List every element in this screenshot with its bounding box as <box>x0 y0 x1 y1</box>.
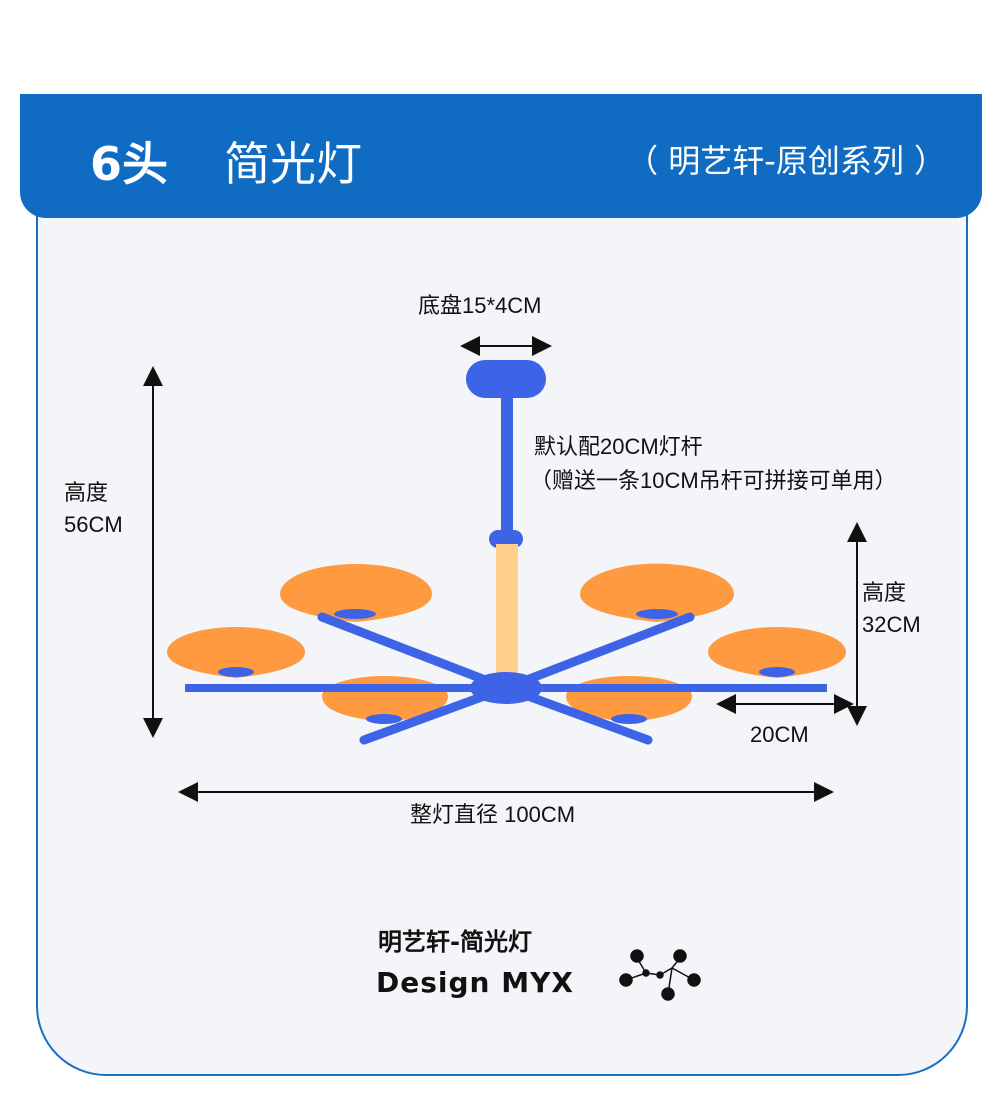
base-size-label: 底盘15*4CM <box>418 293 542 318</box>
molecule-logo-icon <box>619 949 701 1001</box>
center-hub <box>470 672 542 704</box>
arm-back-right <box>501 612 695 693</box>
diameter-label: 整灯直径 100CM <box>410 802 576 827</box>
shade-back-left <box>280 564 432 622</box>
arm-height-value: 32CM <box>862 612 921 637</box>
total-height-value: 56CM <box>64 512 123 537</box>
rod-length-label: 默认配20CM灯杆 <box>534 434 703 459</box>
ceiling-base <box>466 360 546 398</box>
rod-coupler <box>489 530 523 548</box>
hanging-rod <box>501 396 513 536</box>
shade-right <box>708 627 846 678</box>
header-banner: 6头 简光灯 （ 明艺轩-原创系列 ） <box>20 94 982 218</box>
product-title: 简光灯 <box>224 137 362 191</box>
head-count: 6头 <box>90 137 169 191</box>
arm-length-label: 20CM <box>750 722 809 747</box>
arm-back-left <box>317 612 511 693</box>
arm-height-label: 高度 <box>862 580 907 605</box>
rod-extra-label: （赠送一条10CM吊杆可拼接可单用） <box>530 468 897 493</box>
decor-rod <box>496 544 518 676</box>
shade-back-right <box>580 563 734 622</box>
brand-name-en: Design MYX <box>376 966 574 999</box>
total-height-label: 高度 <box>64 480 109 505</box>
shade-left <box>167 627 305 678</box>
series-label: （ 明艺轩-原创系列 ） <box>626 142 946 180</box>
brand-name-cn: 明艺轩-简光灯 <box>378 928 532 956</box>
